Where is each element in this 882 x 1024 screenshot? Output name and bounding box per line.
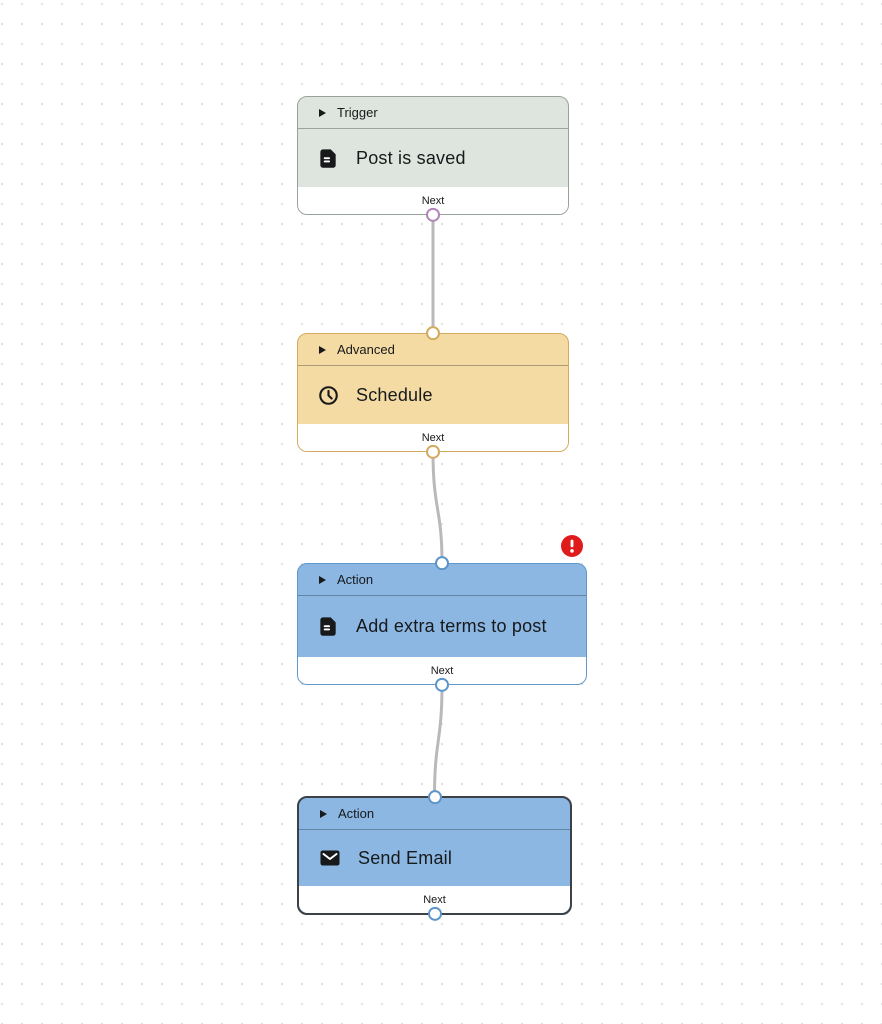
input-port[interactable] bbox=[427, 790, 442, 805]
mail-icon bbox=[318, 846, 342, 870]
node-advanced-schedule[interactable]: Advanced Schedule Next bbox=[297, 326, 569, 459]
node-title: Post is saved bbox=[356, 147, 466, 168]
next-output-label: Next bbox=[421, 431, 445, 444]
collapse-arrow-icon[interactable] bbox=[319, 345, 326, 354]
node-category-label: Advanced bbox=[337, 342, 395, 357]
document-icon bbox=[317, 147, 340, 170]
output-port[interactable] bbox=[426, 207, 440, 222]
node-header[interactable]: Action bbox=[299, 798, 570, 830]
connection-node2-node3[interactable] bbox=[431, 450, 444, 565]
node-body: Add extra terms to post bbox=[298, 596, 586, 657]
node-title: Add extra terms to post bbox=[356, 616, 547, 636]
output-port[interactable] bbox=[426, 444, 440, 459]
node-trigger-post-is-saved[interactable]: Trigger Post is saved Next bbox=[297, 96, 569, 222]
node-category-label: Action bbox=[337, 572, 374, 587]
collapse-arrow-icon[interactable] bbox=[319, 108, 326, 117]
node-body: Post is saved bbox=[298, 129, 568, 187]
next-output-label: Next bbox=[423, 893, 446, 906]
output-port[interactable] bbox=[435, 677, 449, 692]
error-badge-icon[interactable] bbox=[561, 535, 583, 557]
output-port[interactable] bbox=[427, 906, 442, 921]
node-header[interactable]: Action bbox=[298, 564, 586, 596]
node-action-send-email[interactable]: Action Send Email Next bbox=[297, 790, 572, 921]
node-action-add-extra-terms[interactable]: Action Add extra terms to post Next bbox=[297, 556, 587, 692]
next-output-label: Next bbox=[430, 664, 454, 677]
input-port[interactable] bbox=[426, 326, 440, 341]
document-icon bbox=[317, 615, 340, 638]
next-output-label: Next bbox=[421, 194, 445, 207]
collapse-arrow-icon[interactable] bbox=[319, 575, 326, 584]
input-port[interactable] bbox=[435, 556, 449, 571]
connection-node3-node4[interactable] bbox=[433, 683, 444, 798]
node-body: Schedule bbox=[298, 366, 568, 424]
clock-icon bbox=[317, 384, 340, 407]
node-title: Send Email bbox=[358, 847, 453, 868]
collapse-arrow-icon[interactable] bbox=[320, 809, 327, 818]
node-header[interactable]: Advanced bbox=[298, 334, 568, 366]
node-body: Send Email bbox=[299, 830, 570, 886]
node-category-label: Trigger bbox=[337, 105, 378, 120]
node-category-label: Action bbox=[338, 806, 375, 821]
node-header[interactable]: Trigger bbox=[298, 97, 568, 129]
node-title: Schedule bbox=[356, 384, 433, 405]
